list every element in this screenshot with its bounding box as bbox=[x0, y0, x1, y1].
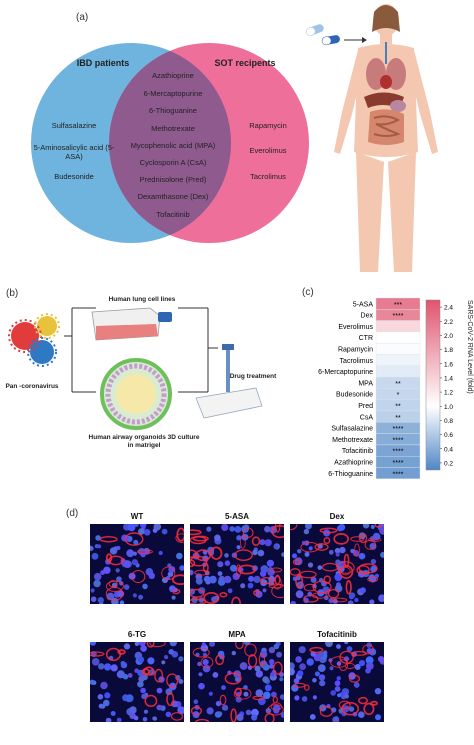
significance-marker: ** bbox=[395, 381, 401, 388]
colorbar-tick-label: 2.4 bbox=[444, 305, 453, 312]
venn-shared-item: 6-Mercaptopurine bbox=[143, 89, 203, 98]
colorbar-tick-label: 2.0 bbox=[444, 333, 453, 340]
heatmap-cell bbox=[375, 320, 421, 333]
significance-marker: **** bbox=[393, 449, 404, 456]
venn-left-item: Budesonide bbox=[54, 172, 94, 181]
venn-diagram bbox=[31, 43, 309, 243]
heatmap-cell bbox=[375, 354, 421, 367]
micrograph-title: MPA bbox=[228, 630, 246, 639]
colorbar-tick-label: 0.4 bbox=[444, 446, 453, 453]
colorbar-tick-label: 2.2 bbox=[444, 319, 453, 326]
micrograph-title: Dex bbox=[329, 512, 345, 521]
fluorescence-micrograph bbox=[290, 642, 384, 722]
organoid-icon bbox=[100, 358, 172, 430]
significance-marker: ** bbox=[395, 415, 401, 422]
significance-marker: * bbox=[397, 392, 400, 399]
panel-label-c: (c) bbox=[302, 287, 314, 298]
venn-left-item: Sulfasalazine bbox=[51, 121, 97, 130]
venn-shared-item: 6-Thioguanine bbox=[149, 106, 197, 115]
venn-shared-item: Prednisolone (Pred) bbox=[139, 175, 207, 184]
venn-shared-item: Azathioprine bbox=[152, 71, 194, 80]
heatmap-row-label: Azathioprine bbox=[334, 460, 373, 467]
colorbar-tick-label: 1.2 bbox=[444, 390, 453, 397]
cell-culture-flask-icon bbox=[91, 307, 172, 341]
body-silhouette bbox=[334, 4, 438, 272]
significance-marker: **** bbox=[393, 426, 404, 433]
significance-marker: **** bbox=[393, 471, 404, 478]
heatmap-row-label: Tofacitinib bbox=[342, 448, 373, 455]
venn-shared-item: Dexamthasone (Dex) bbox=[137, 192, 209, 201]
heatmap-row-label: 6-Mercaptopurine bbox=[318, 369, 373, 376]
colorbar-tick-label: 0.8 bbox=[444, 418, 453, 425]
heatmap-cell bbox=[375, 365, 421, 378]
venn-right-item: Everolimus bbox=[249, 146, 287, 155]
colorbar-tick-label: 0.6 bbox=[444, 432, 453, 439]
drug-treatment-label: Drug treatment bbox=[229, 373, 277, 380]
heatmap-row-label: CTR bbox=[359, 335, 373, 342]
micrograph-grid: WT 5-ASA Dex 6-TG MPA Tofacitinib bbox=[90, 512, 390, 742]
pills-icon bbox=[306, 24, 367, 46]
fluorescence-micrograph bbox=[90, 642, 184, 722]
significance-marker: **** bbox=[393, 460, 404, 467]
colorbar bbox=[425, 299, 441, 471]
venn-overlap bbox=[109, 43, 231, 243]
micrograph-title: 6-TG bbox=[127, 630, 147, 639]
fluorescence-micrograph bbox=[290, 524, 384, 604]
venn-left-item: 5-Aminosalicylic acid (5-ASA) bbox=[33, 143, 115, 161]
venn-shared-item: Cyclosporin A (CsA) bbox=[139, 158, 207, 167]
organoid-label: Human airway organoids 3D culture in mat… bbox=[88, 434, 200, 449]
heatmap-cell bbox=[375, 467, 421, 480]
heatmap-row-label: MPA bbox=[358, 380, 373, 387]
heatmap-row-label: Sulfasalazine bbox=[331, 426, 373, 433]
heatmap-row-label: Everolimus bbox=[338, 324, 373, 331]
significance-marker: **** bbox=[393, 313, 404, 320]
colorbar-tick-label: 1.6 bbox=[444, 361, 453, 368]
venn-shared-item: Tofacitinib bbox=[156, 210, 190, 219]
heatmap-row-label: 6-Thioguanine bbox=[328, 471, 373, 478]
fluorescence-micrograph bbox=[190, 524, 284, 604]
panel-label-b: (b) bbox=[6, 288, 19, 299]
significance-marker: **** bbox=[393, 437, 404, 444]
colorbar-tick-label: 1.0 bbox=[444, 404, 453, 411]
colorbar-tick-label: 0.2 bbox=[444, 460, 453, 467]
colorbar-tick-label: 1.4 bbox=[444, 375, 453, 382]
heatmap-row-label: Rapamycin bbox=[338, 347, 373, 354]
significance-marker: *** bbox=[394, 302, 402, 309]
heatmap-cell bbox=[375, 331, 421, 344]
heatmap-cell bbox=[375, 343, 421, 355]
heatmap-chart: 5-ASA***Dex****EverolimusCTRRapamycinTac… bbox=[318, 297, 453, 480]
workflow-diagram bbox=[8, 307, 263, 430]
cell-lines-label: Human lung cell lines bbox=[108, 296, 176, 303]
coronavirus-icon bbox=[8, 313, 60, 367]
colorbar-tick-label: 1.8 bbox=[444, 347, 453, 354]
virus-label: Pan -coronavirus bbox=[5, 383, 59, 390]
colorbar-axis-title: SARS-CoV-2 RNA Level (fold) bbox=[466, 300, 473, 394]
venn-left-title: IBD patients bbox=[76, 58, 130, 68]
panel-label-a: (a) bbox=[76, 12, 89, 23]
heatmap-row-label: Budesonide bbox=[336, 392, 373, 399]
organs-illustration bbox=[364, 42, 406, 145]
venn-shared-item: Methotrexate bbox=[151, 124, 195, 133]
fluorescence-micrograph bbox=[190, 642, 284, 722]
heatmap-row-label: Methotrexate bbox=[332, 437, 373, 444]
heatmap-row-label: Tacrolimus bbox=[340, 358, 374, 365]
fluorescence-micrograph bbox=[90, 524, 184, 604]
micrograph-title: Tofacitinib bbox=[317, 630, 357, 639]
flow-arrows bbox=[64, 307, 218, 393]
venn-shared-item: Mycophenolic acid (MPA) bbox=[130, 141, 216, 150]
heatmap-row-label: 5-ASA bbox=[353, 301, 374, 308]
venn-right-title: SOT recipents bbox=[214, 58, 276, 68]
micrograph-title: WT bbox=[130, 512, 144, 521]
venn-right-item: Tacrolimus bbox=[250, 172, 286, 181]
significance-marker: ** bbox=[395, 404, 401, 411]
micrograph-title: 5-ASA bbox=[224, 512, 249, 521]
heatmap-row-label: Pred bbox=[358, 403, 373, 410]
venn-right-item: Rapamycin bbox=[249, 121, 287, 130]
human-body-illustration bbox=[306, 4, 438, 272]
colorbar-axis-title-wrap: SARS-CoV-2 RNA Level (fold) bbox=[462, 300, 474, 480]
well-plate-icon bbox=[195, 344, 263, 419]
panel-label-d: (d) bbox=[66, 508, 79, 519]
heatmap-row-label: Dex bbox=[361, 313, 374, 320]
heatmap-row-label: CsA bbox=[360, 414, 374, 421]
